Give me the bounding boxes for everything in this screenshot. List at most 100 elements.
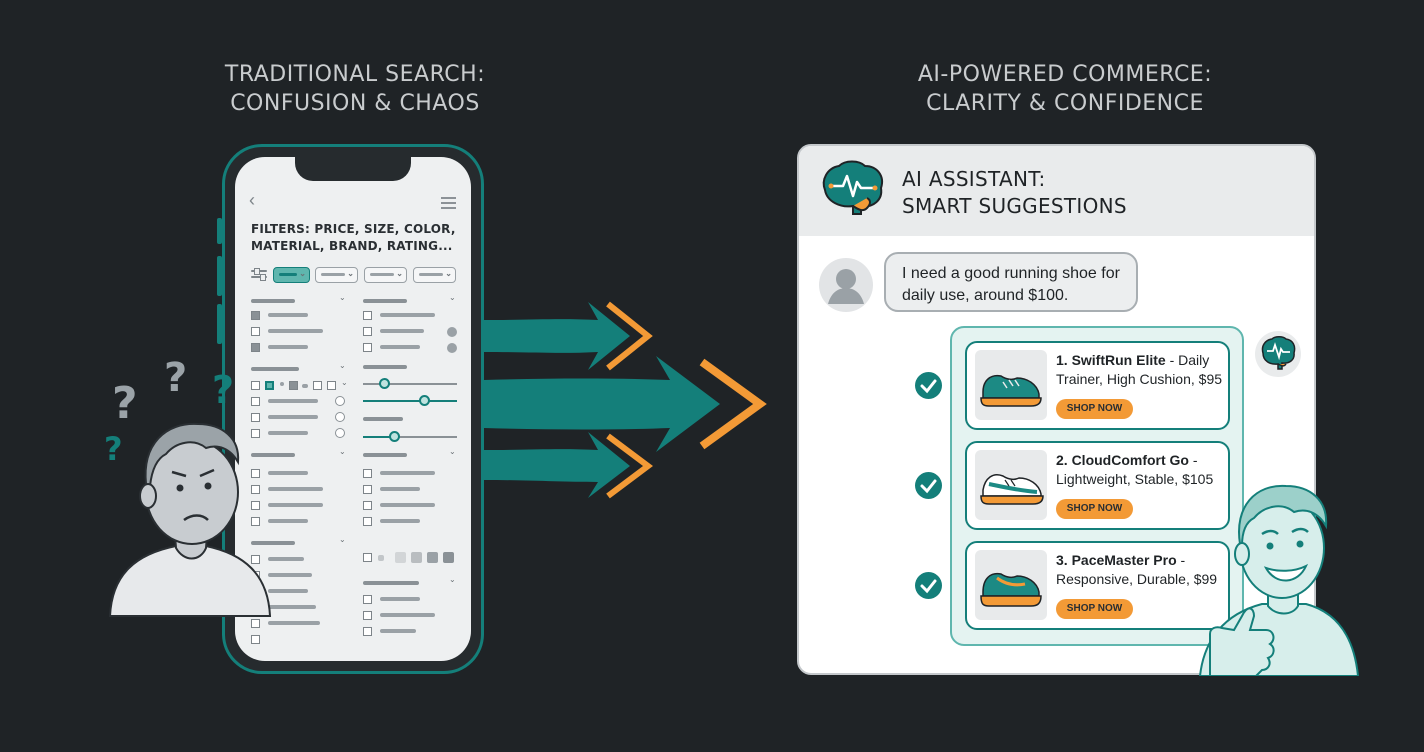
color-swatch[interactable] [427,552,438,563]
filter-checkbox[interactable] [363,501,372,510]
color-swatch[interactable] [411,552,422,563]
recommendation-card[interactable]: 3. PaceMaster Pro - Responsive, Durable,… [965,541,1230,630]
transition-arrows [484,301,767,499]
filter-checkbox[interactable] [363,485,372,494]
running-shoe-icon [980,474,1044,505]
filter-checkbox[interactable] [363,343,372,352]
check-circle-icon [915,372,942,399]
recommendation-card[interactable]: 1. SwiftRun Elite - Daily Trainer, High … [965,341,1230,430]
chevron-down-icon[interactable]: ⌄ [339,447,346,456]
product-details: - Lightweight, Stable, $105 [1056,452,1214,487]
question-mark-icon: ? [212,368,235,412]
filter-checkbox[interactable] [363,595,372,604]
ai-heading-line2: CLARITY & CONFIDENCE [926,91,1204,116]
filter-checkbox[interactable] [363,611,372,620]
filter-radio[interactable] [335,428,345,438]
color-swatch[interactable] [363,553,372,562]
filter-chip[interactable]: ⌄ [413,267,456,283]
phone-device: ‹ FILTERS: PRICE, SIZE, COLOR, MATERIAL,… [222,144,484,674]
ai-assistant-panel: AI ASSISTANT: SMART SUGGESTIONS I need a… [797,144,1316,675]
back-chevron-icon[interactable]: ‹ [249,190,255,210]
filter-radio[interactable] [447,327,457,337]
chevron-down-icon[interactable]: ⌄ [341,378,348,387]
filter-checkbox[interactable] [251,485,260,494]
filter-checkbox[interactable] [251,397,260,406]
filter-checkbox[interactable] [251,311,260,320]
filter-chip[interactable]: ⌄ [364,267,407,283]
filter-sliders-icon[interactable] [251,267,267,281]
filter-checkbox[interactable] [251,635,260,644]
chevron-down-icon[interactable]: ⌄ [339,535,346,544]
filter-chip[interactable]: ⌄ [315,267,358,283]
ai-heading-line1: AI-POWERED COMMERCE: [917,62,1213,87]
assistant-title-line2: SMART SUGGESTIONS [902,194,1127,218]
user-message-bubble: I need a good running shoe for daily use… [884,252,1138,312]
hamburger-menu-icon[interactable] [441,197,456,212]
chevron-down-icon[interactable]: ⌄ [339,293,346,302]
happy-person [1198,484,1360,676]
filter-checkbox-checked[interactable] [265,381,274,390]
filter-checkbox[interactable] [251,413,260,422]
filter-checkbox[interactable] [251,517,260,526]
filter-checkbox[interactable] [363,517,372,526]
brain-icon [822,160,883,215]
running-shoe-icon [980,572,1042,607]
chevron-down-icon[interactable]: ⌄ [449,447,456,456]
brain-icon [1261,336,1296,370]
filter-checkbox[interactable] [363,311,372,320]
filter-checkbox[interactable] [251,501,260,510]
check-circle-icon [915,572,942,599]
traditional-heading-line1: TRADITIONAL SEARCH: [224,62,486,87]
price-slider[interactable] [363,383,457,385]
filter-radio[interactable] [335,412,345,422]
size-slider[interactable] [363,400,457,402]
filter-checkbox[interactable] [251,429,260,438]
filter-checkbox[interactable] [251,469,260,478]
filter-checkbox[interactable] [251,555,260,564]
chevron-down-icon[interactable]: ⌄ [449,575,456,584]
chevron-down-icon[interactable]: ⌄ [339,361,346,370]
product-description: 2. CloudComfort Go - Lightweight, Stable… [1056,451,1228,489]
filter-checkbox[interactable] [327,381,336,390]
filter-checkbox[interactable] [289,381,298,390]
product-details: - Daily Trainer, High Cushion, $95 [1056,352,1223,387]
question-mark-icon: ? [112,378,138,429]
rating-slider[interactable] [363,436,457,438]
color-swatch[interactable] [395,552,406,563]
ai-commerce-heading: AI-POWERED COMMERCE: CLARITY & CONFIDENC… [850,60,1280,118]
phone-side-button [217,218,222,244]
traditional-search-heading: TRADITIONAL SEARCH: CONFUSION & CHAOS [140,60,570,118]
traditional-heading-line2: CONFUSION & CHAOS [230,91,480,116]
product-name: 3. PaceMaster Pro [1056,552,1177,568]
filter-radio[interactable] [335,396,345,406]
filter-checkbox[interactable] [313,381,322,390]
filter-chip[interactable]: ⌄ [273,267,310,283]
filter-checkbox[interactable] [251,327,260,336]
filter-checkbox[interactable] [251,381,260,390]
filter-checkbox[interactable] [363,469,372,478]
check-circle-icon [915,472,942,499]
shoe-image [975,550,1047,620]
assistant-avatar [1255,331,1301,377]
shop-now-button[interactable]: SHOP NOW [1056,399,1133,419]
recommendation-card[interactable]: 2. CloudComfort Go - Lightweight, Stable… [965,441,1230,530]
running-shoe-icon [980,374,1042,407]
color-swatch[interactable] [443,552,454,563]
slider-handle[interactable] [419,395,430,406]
slider-handle[interactable] [389,431,400,442]
product-description: 3. PaceMaster Pro - Responsive, Durable,… [1056,551,1228,589]
product-description: 1. SwiftRun Elite - Daily Trainer, High … [1056,351,1228,389]
filter-checkbox[interactable] [363,327,372,336]
filter-radio[interactable] [447,343,457,353]
shop-now-button[interactable]: SHOP NOW [1056,499,1133,519]
filters-label: FILTERS: PRICE, SIZE, COLOR, MATERIAL, B… [251,222,456,253]
chevron-down-icon[interactable]: ⌄ [449,293,456,302]
slider-handle[interactable] [379,378,390,389]
filter-checkbox[interactable] [251,619,260,628]
phone-side-button [217,304,222,344]
user-avatar [819,258,873,312]
shop-now-button[interactable]: SHOP NOW [1056,599,1133,619]
filter-checkbox[interactable] [251,343,260,352]
filter-checkbox[interactable] [363,627,372,636]
question-mark-icon: ? [164,355,188,401]
